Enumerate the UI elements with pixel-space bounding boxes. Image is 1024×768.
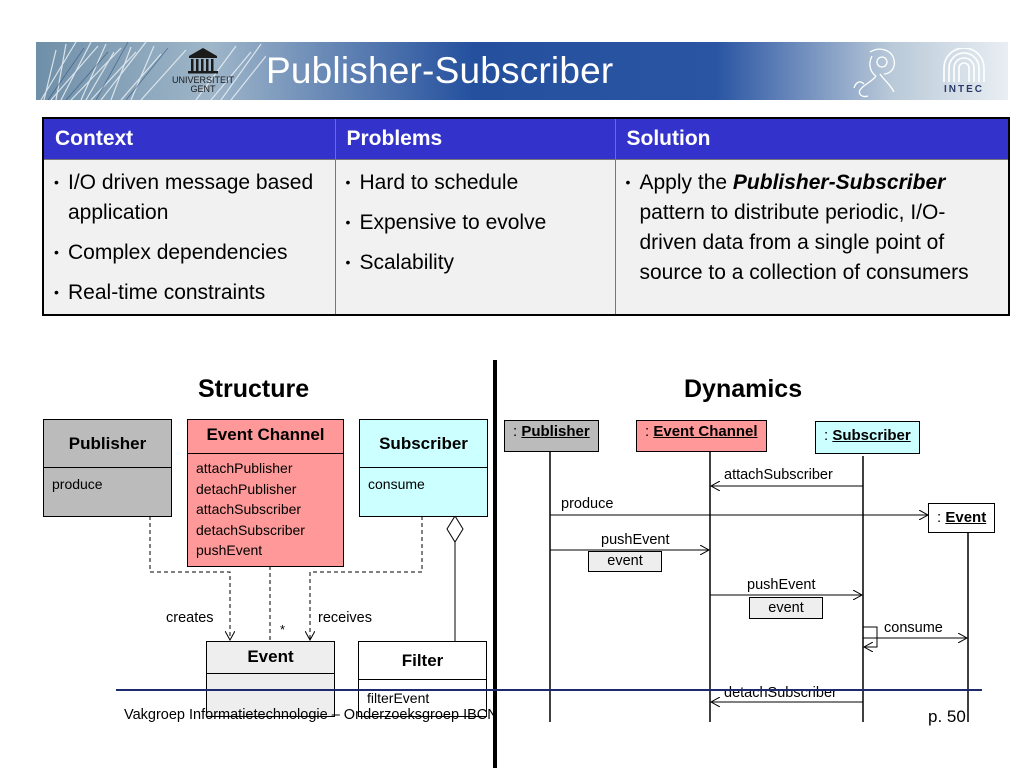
solution-prefix: Apply the (639, 171, 733, 194)
receives-label: receives (318, 610, 372, 626)
event-channel-method: attachPublisher (196, 460, 293, 476)
event-tag-1: event (588, 551, 662, 572)
problem-item: Expensive to evolve (346, 207, 607, 238)
ugent-logo: UNIVERSITEIT GENT (158, 46, 248, 98)
dynamics-title: Dynamics (684, 375, 803, 403)
logo-line-1: UNIVERSITEIT (171, 75, 234, 85)
event-channel-method: detachSubscriber (196, 521, 305, 538)
context-item: Complex dependencies (54, 237, 327, 268)
consume-message: consume (884, 620, 943, 636)
footer-rule (116, 689, 982, 691)
header-solution: Solution (614, 117, 1010, 160)
structure-title: Structure (198, 375, 310, 403)
object-prefix: : (824, 427, 833, 444)
footer-text: Vakgroep Informatietechnologie – Onderzo… (124, 707, 498, 723)
publisher-class: Publisher produce (43, 419, 172, 517)
detach-subscriber-message: detachSubscriber (724, 685, 837, 701)
header-problems: Problems (334, 117, 616, 160)
event-channel-method: pushEvent (196, 542, 263, 558)
event-channel-method: attachSubscriber (196, 501, 302, 517)
header-banner: UNIVERSITEIT GENT (36, 42, 1008, 100)
solution-suffix: pattern to distribute periodic, I/O-driv… (639, 201, 969, 284)
logo-line-2: GENT (190, 84, 216, 94)
event-object: : Event (928, 503, 996, 533)
solution-item: Apply the Publisher-Subscriber pattern t… (626, 167, 1001, 288)
event-channel-object: : Event Channel (636, 420, 767, 452)
object-prefix: : (513, 423, 522, 440)
page-number: p. 50 (928, 707, 966, 726)
filter-method: filterEvent (367, 690, 430, 706)
subscriber-method: consume (368, 476, 425, 492)
event-channel-object-name: Event Channel (653, 423, 758, 440)
event-class-name: Event (207, 642, 334, 674)
intec-logo: INTEC (934, 47, 994, 98)
page-title: Publisher-Subscriber (266, 50, 614, 91)
solution-cell: Apply the Publisher-Subscriber pattern t… (614, 159, 1010, 316)
filter-class: Filter filterEvent (358, 641, 487, 717)
intec-arches-icon (943, 47, 985, 82)
pattern-summary-table: Context Problems Solution I/O driven mes… (42, 117, 1010, 316)
subscriber-class: Subscriber consume (359, 419, 488, 517)
problem-item: Hard to schedule (346, 167, 607, 198)
event-class: Event (206, 641, 335, 717)
attach-subscriber-message: attachSubscriber (724, 467, 833, 483)
problems-cell: Hard to schedule Expensive to evolve Sca… (334, 159, 616, 316)
event-channel-class-name: Event Channel (188, 420, 343, 454)
event-channel-class: Event Channel attachPublisher detachPubl… (187, 419, 344, 567)
produce-message: produce (561, 496, 614, 512)
publisher-method: produce (52, 476, 103, 492)
building-icon (188, 48, 218, 74)
event-channel-methods: attachPublisher detachPublisher attachSu… (188, 454, 343, 567)
subscriber-object: : Subscriber (815, 421, 920, 454)
context-item: Real-time constraints (54, 277, 327, 308)
subscriber-object-name: Subscriber (832, 427, 911, 444)
publisher-object-name: Publisher (521, 423, 590, 440)
push-event-message-1: pushEvent (601, 532, 670, 548)
minerva-sketch-icon (853, 48, 896, 98)
push-event-message-2: pushEvent (747, 577, 816, 593)
event-channel-method: detachPublisher (196, 480, 297, 497)
header-context: Context (42, 117, 336, 160)
problem-item: Scalability (346, 247, 607, 278)
event-object-name: Event (945, 509, 987, 526)
filter-class-name: Filter (359, 642, 486, 680)
vertical-divider (493, 360, 497, 768)
publisher-object: : Publisher (504, 420, 599, 452)
creates-label: creates (166, 610, 214, 626)
subscriber-class-name: Subscriber (360, 420, 487, 468)
intec-label: INTEC (944, 84, 984, 95)
event-tag-2: event (749, 597, 823, 619)
object-prefix: : (937, 509, 946, 526)
solution-emphasis: Publisher-Subscriber (732, 171, 946, 194)
multiplicity-label: * (280, 622, 286, 637)
object-prefix: : (645, 423, 654, 440)
publisher-class-name: Publisher (44, 420, 171, 468)
context-item: I/O driven message based application (54, 167, 327, 228)
